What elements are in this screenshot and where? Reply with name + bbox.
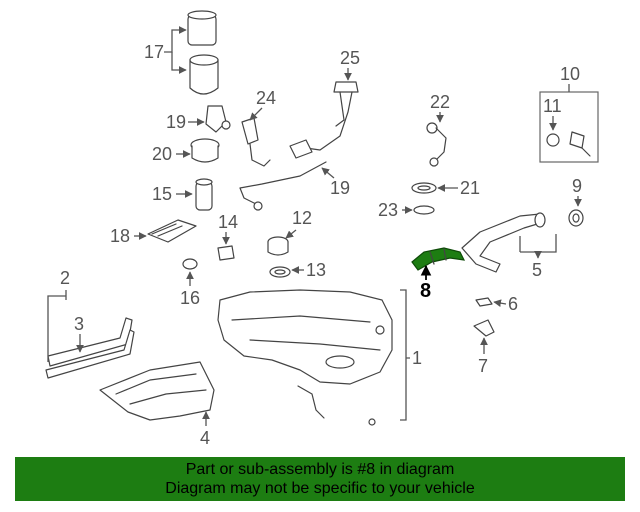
callout-21: 21	[460, 178, 480, 198]
banner-line-1: Part or sub-assembly is #8 in diagram	[185, 461, 455, 478]
callout-19b: 19	[330, 178, 350, 198]
callout-24: 24	[256, 88, 276, 108]
part-8-filler-hose[interactable]	[411, 247, 466, 271]
part-11-fuel-cap[interactable]	[546, 131, 591, 157]
callout-10: 10	[560, 64, 580, 84]
callout-6: 6	[508, 294, 518, 314]
callout-13: 13	[306, 260, 326, 280]
part-16-grommet[interactable]	[182, 258, 198, 270]
callout-18: 18	[110, 226, 130, 246]
callout-9: 9	[572, 176, 582, 196]
part-9-filler-seal[interactable]	[568, 209, 584, 227]
part-1-drain-plug	[368, 418, 376, 426]
part-13-gasket[interactable]	[269, 266, 291, 278]
part-2-3-tank-straps[interactable]	[45, 317, 135, 379]
banner-line-2: Diagram may not be specific to your vehi…	[165, 480, 475, 497]
parts-diagram: 17 19 20 15 18 24 25	[45, 10, 599, 448]
part-19-wire-harness[interactable]	[239, 161, 327, 211]
part-15-fuel-pump[interactable]	[195, 178, 213, 211]
part-14-clip[interactable]	[217, 245, 235, 261]
callout-20: 20	[152, 144, 172, 164]
part-7-bracket[interactable]	[473, 319, 495, 337]
part-19-sender[interactable]	[205, 105, 231, 133]
callout-14: 14	[218, 212, 238, 232]
part-6-clip[interactable]	[475, 297, 493, 307]
callout-3: 3	[74, 314, 84, 334]
callout-4: 4	[200, 428, 210, 448]
part-23-gasket[interactable]	[413, 205, 435, 215]
part-17-pump-housing[interactable]	[187, 10, 219, 95]
part-18-filter[interactable]	[147, 219, 197, 243]
callout-1: 1	[412, 348, 422, 368]
callout-19: 19	[166, 112, 186, 132]
part-25-gauge-sender[interactable]	[289, 81, 359, 159]
part-4-tank-shield[interactable]	[99, 361, 215, 421]
part-22-vent-hose[interactable]	[426, 122, 447, 167]
part-21-retainer[interactable]	[411, 182, 437, 194]
info-banner: Part or sub-assembly is #8 in diagram Di…	[15, 457, 625, 501]
callout-2: 2	[60, 268, 70, 288]
part-1-vent-tube	[297, 385, 325, 419]
callout-23: 23	[378, 200, 398, 220]
part-12-cap[interactable]	[267, 236, 289, 256]
callout-12: 12	[292, 208, 312, 228]
part-5-filler-pipe[interactable]	[461, 212, 546, 273]
callout-8: 8	[420, 280, 431, 302]
callout-17: 17	[144, 42, 164, 62]
callout-16: 16	[180, 288, 200, 308]
part-20-regulator[interactable]	[190, 138, 220, 163]
part-1-fuel-tank[interactable]	[217, 289, 393, 385]
part-24-bracket[interactable]	[241, 117, 271, 167]
callout-22: 22	[430, 92, 450, 112]
callout-25: 25	[340, 48, 360, 68]
callout-15: 15	[152, 184, 172, 204]
callout-11: 11	[543, 96, 562, 116]
callout-5: 5	[532, 260, 542, 280]
callout-7: 7	[478, 356, 488, 376]
